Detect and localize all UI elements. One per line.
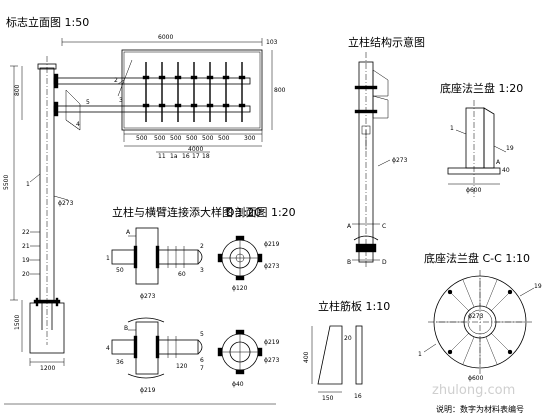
drawing-note: 说明：数字为材料表编号 <box>436 404 524 414</box>
slat-spacing-dims: 500 500 500 500 500 500 300 4000 <box>123 130 263 153</box>
column-structure-view: ϕ273 A B C D <box>347 52 408 268</box>
elevation-view: 6000 103 5500 800 1500 <box>3 34 286 372</box>
section-d-view: ϕ219 ϕ273 ϕ120 ϕ219 ϕ273 ϕ40 <box>217 235 280 388</box>
svg-text:19: 19 <box>22 257 30 264</box>
joint-detail-title: 立柱与横臂连接添大样图 1:20 <box>112 205 261 219</box>
svg-text:1: 1 <box>106 255 110 262</box>
svg-text:150: 150 <box>322 395 334 402</box>
svg-text:500: 500 <box>136 135 148 142</box>
svg-text:3: 3 <box>200 267 204 274</box>
svg-text:4: 4 <box>106 345 110 352</box>
svg-text:400: 400 <box>303 351 310 363</box>
svg-text:ϕ273: ϕ273 <box>140 293 156 300</box>
svg-text:ϕ273: ϕ273 <box>264 263 280 270</box>
svg-text:5: 5 <box>200 331 204 338</box>
svg-text:300: 300 <box>244 135 256 142</box>
svg-text:120: 120 <box>176 363 188 370</box>
svg-text:B: B <box>124 325 128 332</box>
svg-text:21: 21 <box>22 243 30 250</box>
base-flange-view: 1 19 A ϕ600 40 <box>447 100 514 198</box>
dim-overall-width: 6000 <box>158 34 173 41</box>
sign-labels: 11 1a 16 17 18 <box>156 151 210 160</box>
svg-text:ϕ219: ϕ219 <box>264 339 280 346</box>
svg-text:ϕ219: ϕ219 <box>140 387 156 394</box>
svg-text:50: 50 <box>116 267 124 274</box>
part-label-2: 2 <box>114 77 118 84</box>
base-flange-title: 底座法兰盘 1:20 <box>440 81 523 95</box>
dim-foundation-depth: 1500 <box>14 315 21 330</box>
flange-ribs <box>436 278 524 366</box>
svg-text:500: 500 <box>170 135 182 142</box>
svg-text:ϕ120: ϕ120 <box>232 285 248 292</box>
sign-slats <box>142 62 246 122</box>
column-label-d: D <box>382 259 387 266</box>
svg-text:ϕ273: ϕ273 <box>264 357 280 364</box>
flange-cc-label-19: 19 <box>534 283 542 290</box>
base-flange-cc-title: 底座法兰盘 C-C 1:10 <box>424 251 530 265</box>
dim-sign-right: 800 <box>274 87 286 94</box>
dim-arm-gap: 800 <box>14 84 21 96</box>
flange-label-a: A <box>496 159 501 166</box>
pipe-dia-label: ϕ273 <box>58 200 74 207</box>
column-rib-view: 400 150 16 20 <box>303 325 363 402</box>
svg-text:60: 60 <box>178 271 186 278</box>
part-label-1: 1 <box>26 181 30 188</box>
svg-text:500: 500 <box>186 135 198 142</box>
flange-label-1: 1 <box>450 125 454 132</box>
svg-text:ϕ600: ϕ600 <box>468 375 484 382</box>
svg-text:500: 500 <box>202 135 214 142</box>
svg-text:A: A <box>126 229 131 236</box>
svg-text:500: 500 <box>218 135 230 142</box>
joint-detail-view: A 1 2 3 B 4 5 6 7 50 60 36 120 ϕ273 ϕ <box>106 227 204 394</box>
dim-foundation-width: 1200 <box>40 365 55 372</box>
elevation-title: 标志立面图 1:50 <box>6 15 89 29</box>
watermark: zhulong.com <box>432 383 515 398</box>
flange-dim-thk: 40 <box>502 167 510 174</box>
svg-text:20: 20 <box>22 271 30 278</box>
column-label-c: C <box>382 223 386 230</box>
svg-text:500: 500 <box>154 135 166 142</box>
svg-text:22: 22 <box>22 229 30 236</box>
flange-cc-label-1: 1 <box>418 351 422 358</box>
svg-text:ϕ273: ϕ273 <box>468 313 484 320</box>
base-flange-cc-view: 19 1 ϕ600 ϕ273 <box>418 270 542 382</box>
svg-text:11: 11 <box>158 153 166 160</box>
part-label-4: 4 <box>76 121 80 128</box>
column-structure-title: 立柱结构示意图 <box>348 35 425 49</box>
dim-column-height: 5500 <box>3 175 10 190</box>
svg-text:18: 18 <box>202 153 210 160</box>
svg-text:17: 17 <box>192 153 200 160</box>
part-label-3: 3 <box>119 97 123 104</box>
dim-sign-width: 4000 <box>188 146 203 153</box>
svg-text:20: 20 <box>344 335 352 342</box>
svg-text:6: 6 <box>200 357 204 364</box>
svg-text:2: 2 <box>200 243 204 250</box>
base-callouts: 22 21 19 20 <box>22 229 40 278</box>
svg-text:ϕ219: ϕ219 <box>264 241 280 248</box>
svg-text:1a: 1a <box>170 153 178 160</box>
svg-text:16: 16 <box>354 393 362 400</box>
svg-text:7: 7 <box>200 365 204 372</box>
section-d-title: D剖面图 1:20 <box>226 205 296 219</box>
column-rib-title: 立柱筋板 1:10 <box>318 299 390 313</box>
svg-text:16: 16 <box>182 153 190 160</box>
flange-label-19: 19 <box>506 145 514 152</box>
flange-dim-dia: ϕ600 <box>466 187 482 194</box>
part-label-5: 5 <box>86 99 90 106</box>
column-label-a: A <box>347 223 352 230</box>
column-pipe-label: ϕ273 <box>392 157 408 164</box>
column-label-b: B <box>347 259 351 266</box>
svg-text:ϕ40: ϕ40 <box>232 381 244 388</box>
dim-top: 103 <box>266 39 278 46</box>
svg-text:36: 36 <box>116 359 124 366</box>
